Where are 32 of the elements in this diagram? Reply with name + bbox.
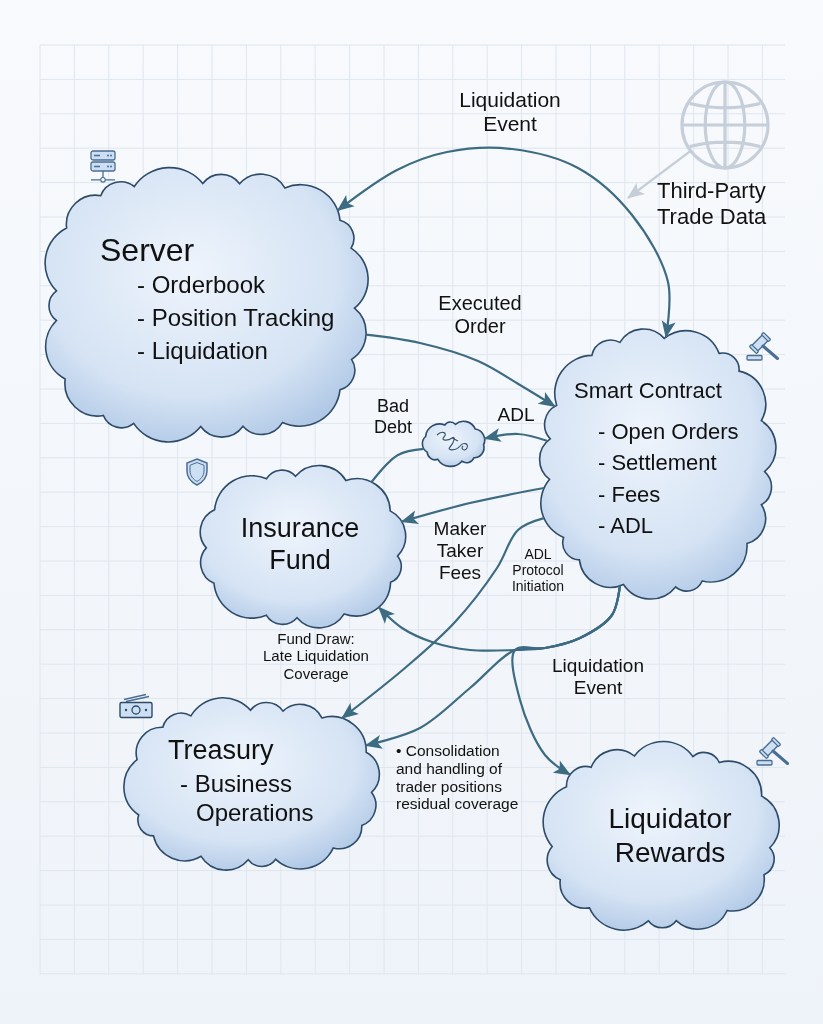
node-title: Insurance Fund (239, 512, 361, 577)
edge-label: Maker Taker Fees (432, 518, 488, 584)
list-item: - ADL (598, 513, 654, 540)
connector-line (370, 447, 424, 483)
node-title: Treasury (168, 734, 274, 767)
list-item: - Open Orders (598, 419, 739, 446)
list-item: - Fees (598, 482, 661, 509)
list-item: - Position Tracking (137, 304, 335, 333)
node-title: Smart Contract (574, 378, 722, 405)
edge-label: Bad Debt (373, 396, 413, 438)
arrow (627, 150, 692, 199)
edge-label: Liquidation Event (551, 655, 645, 699)
arrow (336, 146, 676, 339)
edge-label: Liquidation Event (458, 88, 562, 137)
list-item: - Settlement (598, 450, 717, 477)
edge-label: ADL (496, 404, 536, 426)
edge-label: Executed Order (437, 292, 523, 338)
node-caption: Third-Party Trade Data (657, 178, 768, 231)
edge-label: • Consolidation and handling of trader positions residual coverage (396, 742, 520, 814)
arrow (341, 517, 545, 720)
arrow (511, 585, 621, 776)
list-item: - Business Operations (180, 770, 315, 828)
list-item: - Liquidation (137, 337, 268, 366)
list-item: - Orderbook (137, 271, 266, 300)
arrow (400, 486, 545, 524)
node-title: Server (100, 231, 195, 270)
globe-icon (679, 79, 771, 171)
arrow (365, 333, 556, 408)
node-title: Liquidator Rewards (607, 802, 733, 870)
edge-label: Fund Draw: Late Liquidation Coverage (262, 630, 370, 682)
edge-label: ADL Protocol Initiation (510, 546, 566, 595)
arrow (483, 428, 548, 443)
